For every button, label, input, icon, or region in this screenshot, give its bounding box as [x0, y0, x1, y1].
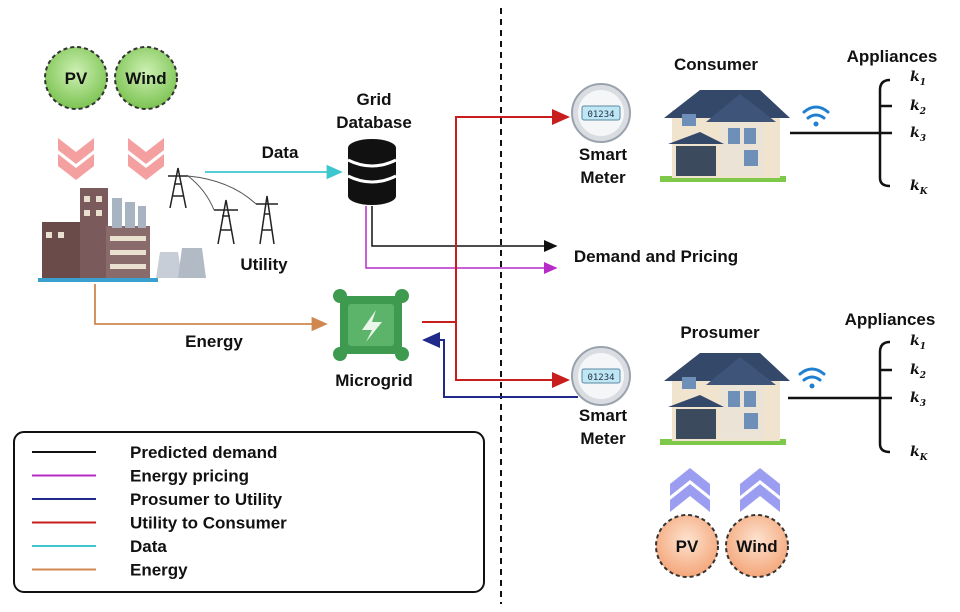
- pv-label-right: PV: [676, 537, 699, 556]
- meter-reading: 01234: [587, 110, 614, 120]
- wifi-icon: [802, 105, 830, 127]
- smart-meter-label-bottom-line2: Meter: [580, 429, 626, 448]
- appliance-bracket: [790, 78, 892, 188]
- house-icon: [660, 353, 790, 445]
- legend-box: [13, 431, 485, 593]
- wind-label-left: Wind: [125, 69, 166, 88]
- legend-label: Energy: [130, 561, 188, 580]
- grid-label-line1: Grid: [357, 90, 392, 109]
- utility-to-consumer-line: [422, 109, 570, 323]
- legend-label: Prosumer to Utility: [130, 490, 283, 509]
- meter-reading: 01234: [587, 373, 614, 383]
- appliance-label: k3: [910, 125, 926, 144]
- chevron-down-icon: [58, 138, 94, 180]
- appliance-label: kK: [910, 178, 929, 197]
- appliance-label: kK: [910, 444, 929, 463]
- power-tower-icon: [168, 167, 278, 245]
- legend-label: Predicted demand: [130, 443, 277, 462]
- appliance-label: k1: [910, 69, 926, 88]
- energy-label: Energy: [185, 332, 243, 351]
- smart-meter-label-top-line1: Smart: [579, 145, 628, 164]
- wind-label-right: Wind: [736, 537, 777, 556]
- appliance-label: k2: [910, 362, 926, 381]
- appliance-label: k1: [910, 333, 926, 352]
- legend-label: Data: [130, 537, 167, 556]
- wind-source-left: Wind: [114, 46, 178, 110]
- smart-meter-label-bottom-line1: Smart: [579, 406, 628, 425]
- appliances-label-top: Appliances: [847, 47, 938, 66]
- prosumer-label: Prosumer: [680, 323, 760, 342]
- utility-to-prosumer-line: [455, 322, 570, 388]
- appliances-label-bottom: Appliances: [845, 310, 936, 329]
- microgrid-icon: [333, 289, 409, 361]
- pricing-line: [365, 206, 558, 274]
- appliance-label: k2: [910, 98, 926, 117]
- chevron-up-icon: [670, 468, 710, 512]
- chevron-up-icon: [740, 468, 780, 512]
- demand-pricing-label: Demand and Pricing: [574, 247, 738, 266]
- pv-source-right: PV: [655, 514, 719, 578]
- microgrid-label: Microgrid: [335, 371, 412, 390]
- smart-meter-icon: 01234: [571, 83, 631, 143]
- wind-source-right: Wind: [725, 514, 789, 578]
- chevron-down-icon: [128, 138, 164, 180]
- appliance-bracket: [788, 340, 892, 454]
- demand-line: [371, 206, 558, 252]
- smart-meter-icon: 01234: [571, 346, 631, 406]
- utility-label: Utility: [240, 255, 288, 274]
- pv-label-left: PV: [65, 69, 88, 88]
- grid-label-line2: Database: [336, 113, 412, 132]
- prosumer-to-utility-line: [422, 332, 578, 398]
- database-icon: [347, 139, 397, 205]
- energy-line: [94, 284, 328, 332]
- smart-meter-label-top-line2: Meter: [580, 168, 626, 187]
- wifi-icon: [798, 367, 826, 389]
- house-icon: [660, 90, 790, 182]
- data-label: Data: [262, 143, 299, 162]
- pv-source-left: PV: [44, 46, 108, 110]
- legend-label: Energy pricing: [130, 467, 249, 486]
- appliance-label: k3: [910, 390, 926, 409]
- consumer-label: Consumer: [674, 55, 758, 74]
- legend-label: Utility to Consumer: [130, 514, 287, 533]
- utility-plant-icon: [38, 188, 206, 282]
